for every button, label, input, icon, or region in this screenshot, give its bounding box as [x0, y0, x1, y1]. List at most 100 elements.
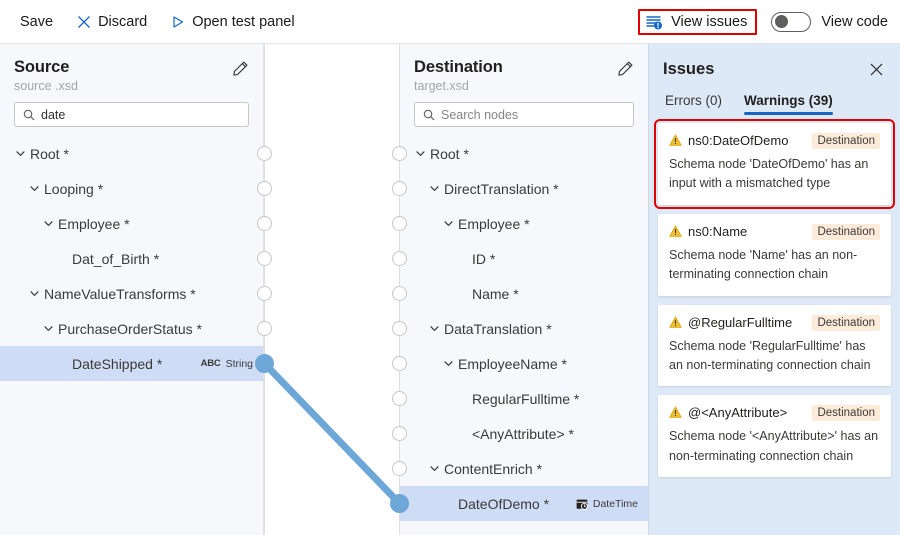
view-code-label: View code	[821, 13, 888, 30]
close-x-icon	[77, 15, 91, 29]
source-connector-handle[interactable]	[255, 354, 274, 373]
destination-connector-handle[interactable]	[392, 286, 407, 301]
destination-tree-node[interactable]: <AnyAttribute> *	[400, 416, 648, 451]
destination-connector-handle[interactable]	[392, 461, 407, 476]
play-triangle-icon	[171, 15, 185, 29]
issue-node-name: @<AnyAttribute>	[688, 405, 788, 421]
source-search-box[interactable]	[14, 102, 249, 127]
command-bar: Save Discard Open test panel	[0, 0, 900, 44]
destination-connector-handle[interactable]	[392, 216, 407, 231]
chevron-down-icon[interactable]	[442, 217, 455, 230]
destination-connector-handle[interactable]	[392, 251, 407, 266]
chevron-down-icon[interactable]	[42, 322, 55, 335]
list-alert-icon	[646, 14, 663, 30]
chevron-down-icon[interactable]	[442, 357, 455, 370]
destination-tree-node[interactable]: RegularFulltime *	[400, 381, 648, 416]
mapper-canvas[interactable]: Source source .xsd Root * Looping * Employ…	[0, 44, 648, 535]
destination-search-input[interactable]	[441, 107, 625, 122]
destination-panel-header: Destination target.xsd	[400, 44, 648, 93]
chevron-down-icon[interactable]	[428, 462, 441, 475]
close-icon[interactable]	[867, 60, 886, 79]
chevron-down-icon[interactable]	[414, 147, 427, 160]
destination-connector-handle[interactable]	[392, 391, 407, 406]
view-code-toggle-row: View code	[771, 11, 888, 32]
calendar-clock-icon	[576, 498, 588, 510]
chevron-down-icon[interactable]	[428, 182, 441, 195]
issues-tab[interactable]: Warnings (39)	[744, 93, 833, 115]
destination-tree-node[interactable]: ContentEnrich *	[400, 451, 648, 486]
destination-tree-node-label: <AnyAttribute> *	[472, 425, 574, 442]
issues-tab[interactable]: Errors (0)	[665, 93, 722, 108]
toggle-knob	[775, 15, 789, 28]
destination-tree-node-label: Employee *	[458, 215, 530, 232]
destination-connector-handle[interactable]	[392, 426, 407, 441]
destination-connector-handle[interactable]	[392, 181, 407, 196]
chevron-down-icon[interactable]	[42, 217, 55, 230]
source-connector-handle[interactable]	[257, 321, 272, 336]
source-connector-handle[interactable]	[257, 146, 272, 161]
view-code-toggle[interactable]	[771, 11, 812, 32]
source-tree-node[interactable]: Dat_of_Birth *	[0, 241, 263, 276]
destination-tree-node[interactable]: DataTranslation *	[400, 311, 648, 346]
source-tree-node[interactable]: Looping *	[0, 171, 263, 206]
destination-connector-handle[interactable]	[392, 146, 407, 161]
issue-name-row: ns0:DateOfDemo	[669, 133, 788, 148]
destination-tree-node-label: ID *	[472, 250, 496, 267]
source-tree-node-label: Looping *	[44, 180, 104, 197]
source-tree-node-label: PurchaseOrderStatus *	[58, 320, 202, 337]
source-search-input[interactable]	[41, 107, 240, 122]
destination-search-box[interactable]	[414, 102, 634, 127]
chevron-down-icon[interactable]	[428, 322, 441, 335]
destination-connector-handle[interactable]	[392, 356, 407, 371]
source-connector-handle[interactable]	[257, 286, 272, 301]
destination-tree-node[interactable]: DateOfDemo *DateTime	[400, 486, 648, 521]
issue-description: Schema node 'Name' has an non-terminatin…	[669, 247, 858, 282]
destination-node-type-badge: DateTime	[576, 498, 638, 510]
destination-pencil-icon[interactable]	[617, 60, 634, 77]
save-button[interactable]: Save	[10, 7, 63, 37]
issue-name-row: @<AnyAttribute>	[669, 405, 787, 420]
destination-connector-handle[interactable]	[392, 321, 407, 336]
destination-tree-node[interactable]: Name *	[400, 276, 648, 311]
destination-tree-node-label: Root *	[430, 145, 469, 162]
source-connector-handle[interactable]	[257, 181, 272, 196]
destination-tree-node[interactable]: EmployeeName *	[400, 346, 648, 381]
destination-schema-panel: Destination target.xsd Root * DirectTrans…	[399, 44, 648, 535]
issue-node-name: ns0:DateOfDemo	[688, 133, 789, 148]
destination-connector-handle[interactable]	[390, 494, 409, 513]
source-connector-handle[interactable]	[257, 216, 272, 231]
destination-tree-node[interactable]: Employee *	[400, 206, 648, 241]
chevron-down-icon[interactable]	[28, 182, 41, 195]
save-label: Save	[20, 13, 54, 30]
source-tree-node[interactable]: Root *	[0, 136, 263, 171]
open-test-panel-button[interactable]: Open test panel	[161, 7, 304, 37]
destination-tree-node[interactable]: DirectTranslation *	[400, 171, 648, 206]
source-pencil-icon[interactable]	[232, 60, 249, 77]
source-tree-node[interactable]: Employee *	[0, 206, 263, 241]
issue-description: Schema node '<AnyAttribute>' has an non-…	[669, 429, 879, 463]
source-connector-handle[interactable]	[257, 251, 272, 266]
destination-tree-node-label: ContentEnrich *	[444, 460, 543, 477]
source-title: Source	[14, 58, 70, 76]
source-tree: Root * Looping * Employee *Dat_of_Birth *N…	[0, 136, 263, 381]
source-tree-node[interactable]: NameValueTransforms *	[0, 276, 263, 311]
view-issues-button[interactable]: View issues	[646, 14, 747, 30]
chevron-down-icon[interactable]	[14, 147, 27, 160]
issues-tabs: Errors (0) Warnings (39)	[649, 79, 900, 115]
source-tree-node[interactable]: PurchaseOrderStatus *	[0, 311, 263, 346]
chevron-down-icon[interactable]	[28, 287, 41, 300]
destination-tree-node[interactable]: ID *	[400, 241, 648, 276]
source-tree-node-label: Root *	[30, 145, 69, 162]
issue-scope-tag: Destination	[812, 314, 880, 331]
discard-button[interactable]: Discard	[67, 7, 157, 37]
source-panel-header: Source source .xsd	[0, 44, 263, 93]
destination-tree-node-label: Name *	[472, 285, 519, 302]
destination-tree-node[interactable]: Root *	[400, 136, 648, 171]
